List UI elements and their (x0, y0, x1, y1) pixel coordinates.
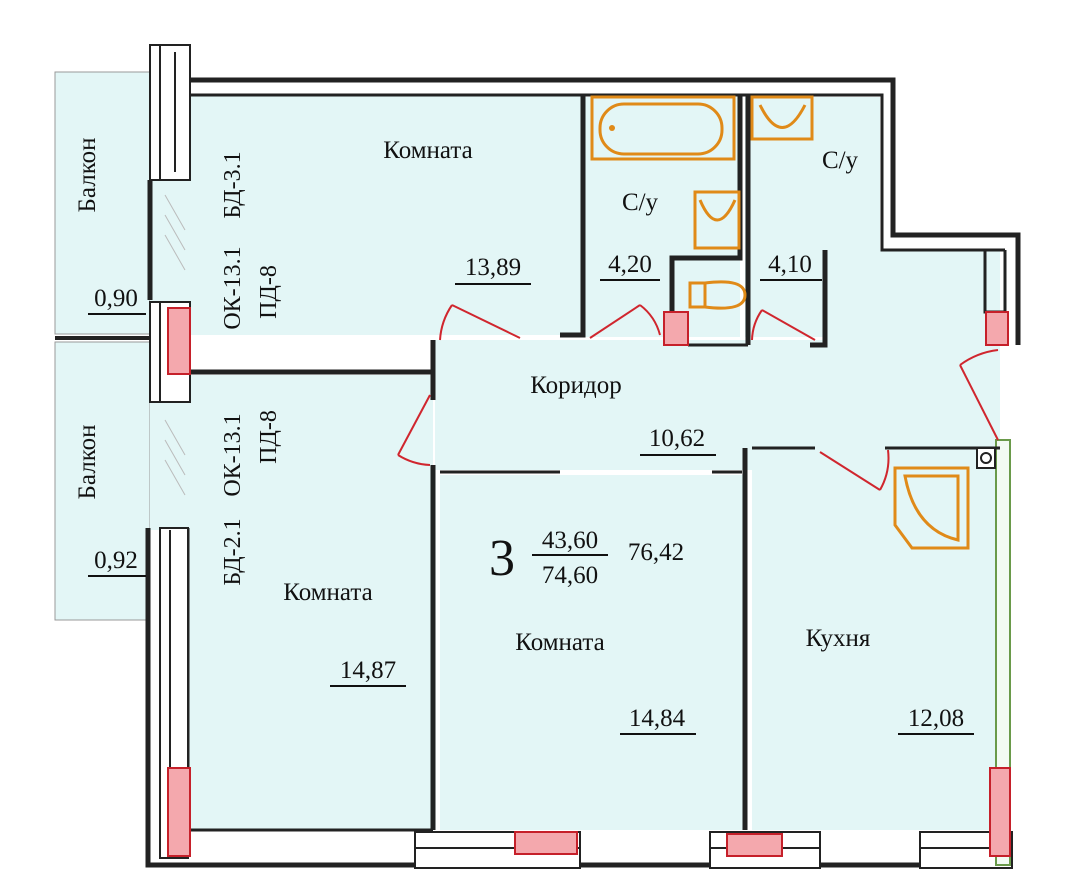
sink-bath-2-icon (750, 95, 814, 141)
door-bath-1 (589, 304, 661, 339)
living-area: 43,60 (542, 527, 598, 554)
balcony-bottom-area (54, 341, 151, 621)
bathtub-icon (590, 95, 736, 161)
kitchen-area: 12,08 (908, 705, 964, 732)
code-bottom-outer: ОК-13.1 (220, 413, 246, 496)
room-center-fill (440, 475, 745, 830)
balcony-top-area: 0,90 (94, 285, 138, 312)
balcony-top-name: Балкон (74, 138, 101, 213)
bath-1-fill (585, 97, 740, 337)
sink-bath-1-icon (693, 190, 741, 250)
toilet-icon (688, 280, 747, 310)
rooms-count: 3 (489, 530, 515, 587)
bath-2-area: 4,10 (768, 251, 812, 278)
vent-right-bottom (989, 767, 1011, 857)
wall-bath1-left (560, 95, 586, 338)
outer-wall-top-inner (188, 93, 1005, 252)
corridor-name: Коридор (530, 372, 622, 399)
vent-bath (663, 311, 689, 346)
door-bath-2 (751, 309, 816, 341)
room-left-name: Комната (283, 579, 372, 606)
vent-left-bottom (167, 767, 191, 857)
code-top-outer: ОК-13.1 (220, 246, 246, 329)
room-left-area: 14,87 (340, 657, 396, 684)
vent-right-top (985, 311, 1009, 346)
corridor-area: 10,62 (649, 425, 705, 452)
room-top-area: 13,89 (465, 254, 521, 281)
balcony-bottom-area: 0,92 (94, 547, 138, 574)
room-center-area: 14,84 (629, 705, 686, 732)
bath-2-name: С/у (822, 147, 859, 174)
room-top-fill (188, 95, 583, 335)
right-nook-fill (825, 250, 1000, 345)
riser-icon (976, 447, 996, 469)
room-top-name: Комната (383, 137, 472, 164)
wall-bath2-right (810, 250, 828, 348)
vent-left (167, 307, 191, 375)
shower-icon (893, 466, 970, 550)
bath-1-area: 4,20 (608, 251, 652, 278)
window-top-left (149, 44, 191, 181)
door-entrance (959, 349, 999, 441)
code-bottom-door: БД-2.1 (220, 518, 246, 585)
vent-bottom-1 (514, 831, 578, 855)
code-top-door: БД-3.1 (220, 151, 246, 218)
balcony-bottom-name: Балкон (74, 425, 101, 500)
room-left-fill (188, 375, 433, 830)
kitchen-name: Кухня (806, 625, 871, 652)
outer-wall-top (188, 77, 1021, 345)
balcony-top-area (54, 71, 151, 335)
vent-bottom-2 (726, 833, 783, 857)
total-area: 74,60 (542, 562, 598, 589)
door-kitchen (819, 449, 890, 491)
bath-1-name: С/у (622, 189, 659, 216)
room-center-name: Комната (515, 629, 604, 656)
window-sill-hatching (164, 194, 186, 496)
code-bottom-sill: ПД-8 (256, 410, 282, 464)
code-top-sill: ПД-8 (256, 265, 282, 319)
wall-bath1-right (669, 95, 743, 312)
door-room-left (397, 394, 431, 466)
total-with-balconies: 76,42 (628, 539, 684, 566)
kitchen-fill (752, 448, 997, 830)
door-room-top (439, 304, 521, 341)
window-right (995, 439, 1011, 866)
